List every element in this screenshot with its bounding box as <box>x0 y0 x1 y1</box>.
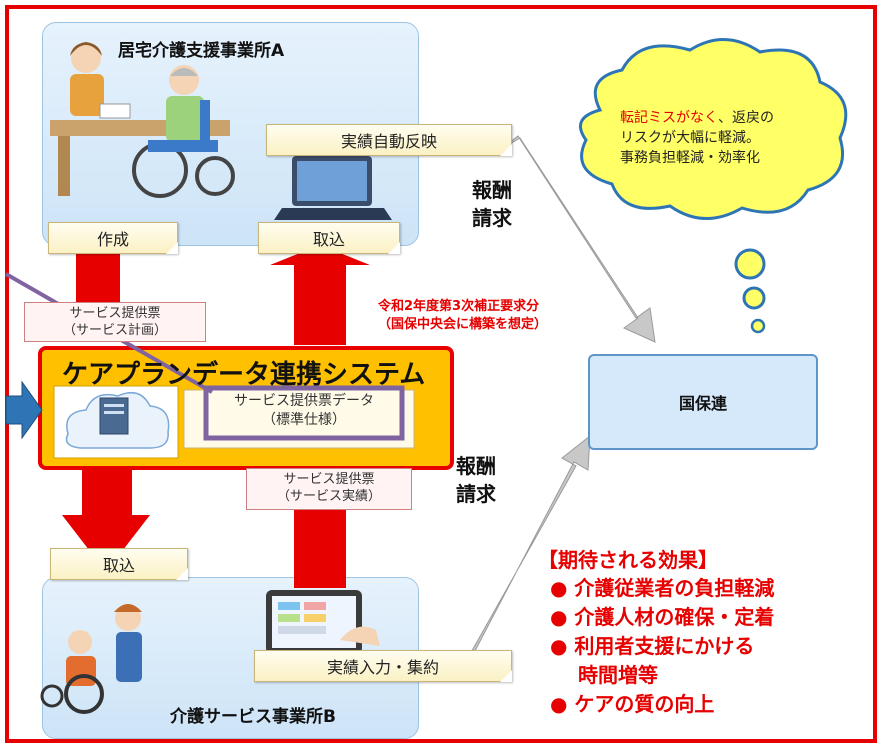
note-jisseki-hanei: 実績自動反映 <box>266 124 512 156</box>
budget-note-line2: （国保中央会に構築を想定） <box>378 317 548 332</box>
plan-ticket-line1: サービス提供票 <box>69 306 161 321</box>
plan-ticket-line2: （サービス計画） <box>62 323 167 338</box>
claim-bottom-line2: 請求 <box>456 482 496 506</box>
claim-label-top: 報酬 請求 <box>472 176 512 232</box>
claim-bottom-line1: 報酬 <box>456 454 496 478</box>
note-jisseki-input: 実績入力・集約 <box>254 650 512 682</box>
system-title: ケアプランデータ連携システム <box>62 360 426 390</box>
claim-top-line1: 報酬 <box>472 178 512 202</box>
thought-line3: 事務負担軽減・効率化 <box>620 150 760 166</box>
consultation-illustration <box>50 42 235 198</box>
thought-line1-rest: 、返戻の <box>718 110 774 126</box>
result-ticket-line2: （サービス実績） <box>276 489 381 504</box>
kokuho-label: 国保連 <box>678 394 727 413</box>
outer-frame <box>5 5 877 743</box>
arrow-system-to-a <box>270 245 370 345</box>
system-data-line2: （標準仕様） <box>262 412 346 428</box>
kokuho-box: 国保連 <box>588 354 818 450</box>
effect-item-3-cont: 時間増等 <box>578 663 658 687</box>
result-ticket-line1: サービス提供票 <box>283 472 375 487</box>
plan-ticket-label: サービス提供票 （サービス計画） <box>24 302 206 342</box>
note-sakusei: 作成 <box>48 222 178 254</box>
effect-item-4: ● ケアの質の向上 <box>550 692 715 716</box>
thought-text: 転記ミスがなく、返戻の リスクが大幅に軽減。 事務負担軽減・効率化 <box>620 108 774 168</box>
arrow-system-to-b <box>62 466 150 572</box>
effect-item-2: ● 介護人材の確保・定着 <box>550 605 775 629</box>
laptop-icon <box>274 156 392 220</box>
budget-note-line1: 令和2年度第3次補正要求分 <box>378 299 540 314</box>
tablet-icon <box>266 590 380 654</box>
caregiver-illustration <box>40 604 142 714</box>
claim-label-bottom: 報酬 請求 <box>456 452 496 508</box>
blue-pointer-arrow <box>5 380 43 440</box>
effects-list: ● 介護従業者の負担軽減 ● 介護人材の確保・定着 ● 利用者支援にかける 時間… <box>550 574 774 719</box>
effect-item-3: ● 利用者支援にかける <box>550 634 755 658</box>
effect-item-1: ● 介護従業者の負担軽減 <box>550 576 775 600</box>
highlight-box <box>203 385 405 441</box>
system-data-label: サービス提供票データ （標準仕様） <box>206 392 402 430</box>
thought-line2: リスクが大幅に軽減。 <box>620 130 760 146</box>
thought-line1: 転記ミスがなく、返戻の <box>620 108 774 128</box>
office-a-title: 居宅介護支援事業所A <box>118 41 285 61</box>
thought-highlight: 転記ミスがなく <box>620 110 718 126</box>
result-ticket-label: サービス提供票 （サービス実績） <box>246 468 412 510</box>
office-b-title: 介護サービス事業所B <box>170 707 336 727</box>
note-torikomi-b: 取込 <box>50 548 188 580</box>
budget-note: 令和2年度第3次補正要求分 （国保中央会に構築を想定） <box>378 298 547 334</box>
thought-bubble <box>578 38 848 334</box>
arrow-a-to-kokuho <box>499 135 656 343</box>
note-torikomi-a: 取込 <box>258 222 400 254</box>
claim-top-line2: 請求 <box>472 206 512 230</box>
effects-heading: 【期待される効果】 <box>538 548 718 572</box>
system-data-line1: サービス提供票データ <box>234 393 374 409</box>
